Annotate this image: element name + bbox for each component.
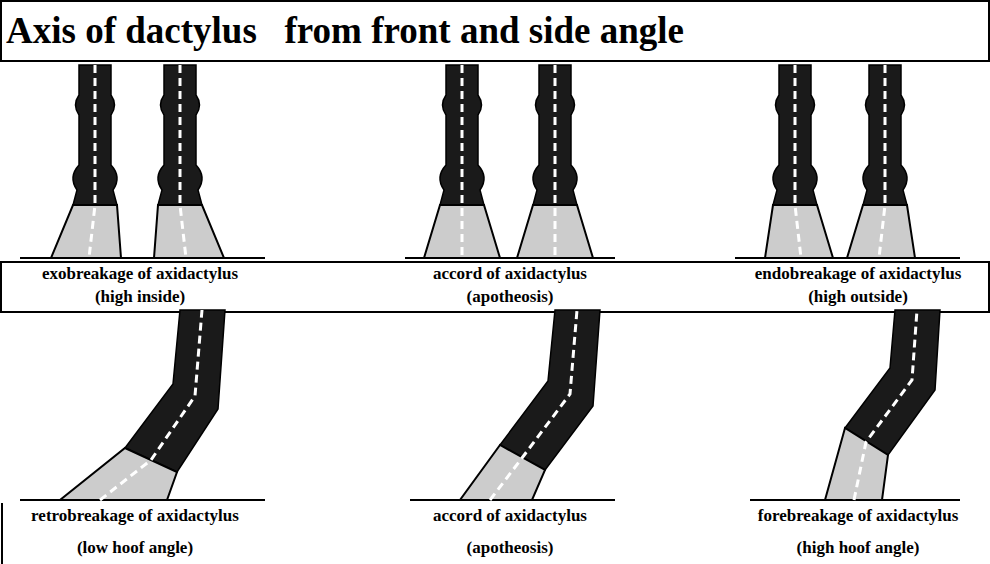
caption-frame [1,262,989,312]
front-hoof [154,65,224,258]
caption-text: accord of axidactylus [433,506,587,526]
title-text: Axis of dactylus from front and side ang… [6,9,684,53]
side-hoof [460,310,600,500]
side-hoof [825,310,940,500]
front-hoof [765,65,833,258]
ground-line [20,258,960,500]
caption-text: forebreakage of axidactylus [758,506,959,526]
caption-note: (apotheosis) [467,538,554,558]
caption-text: accord of axidactylus [433,264,587,284]
caption-text: exobreakage of axidactylus [42,264,238,284]
caption-frame [1,503,3,564]
caption-text: endobreakage of axidactylus [755,264,962,284]
front-hoof [517,65,593,258]
front-hoof [847,65,915,258]
caption-note: (high hoof angle) [797,538,920,558]
title-box: Axis of dactylus from front and side ang… [0,0,990,62]
side-hoof [60,310,225,500]
caption-note: (apotheosis) [467,287,554,307]
front-hoof [424,65,500,258]
caption-note: (high inside) [95,287,185,307]
caption-text: retrobreakage of axidactylus [31,506,239,526]
caption-note: (high outside) [808,287,908,307]
front-hoof [51,65,121,258]
caption-note: (low hoof angle) [77,538,193,558]
